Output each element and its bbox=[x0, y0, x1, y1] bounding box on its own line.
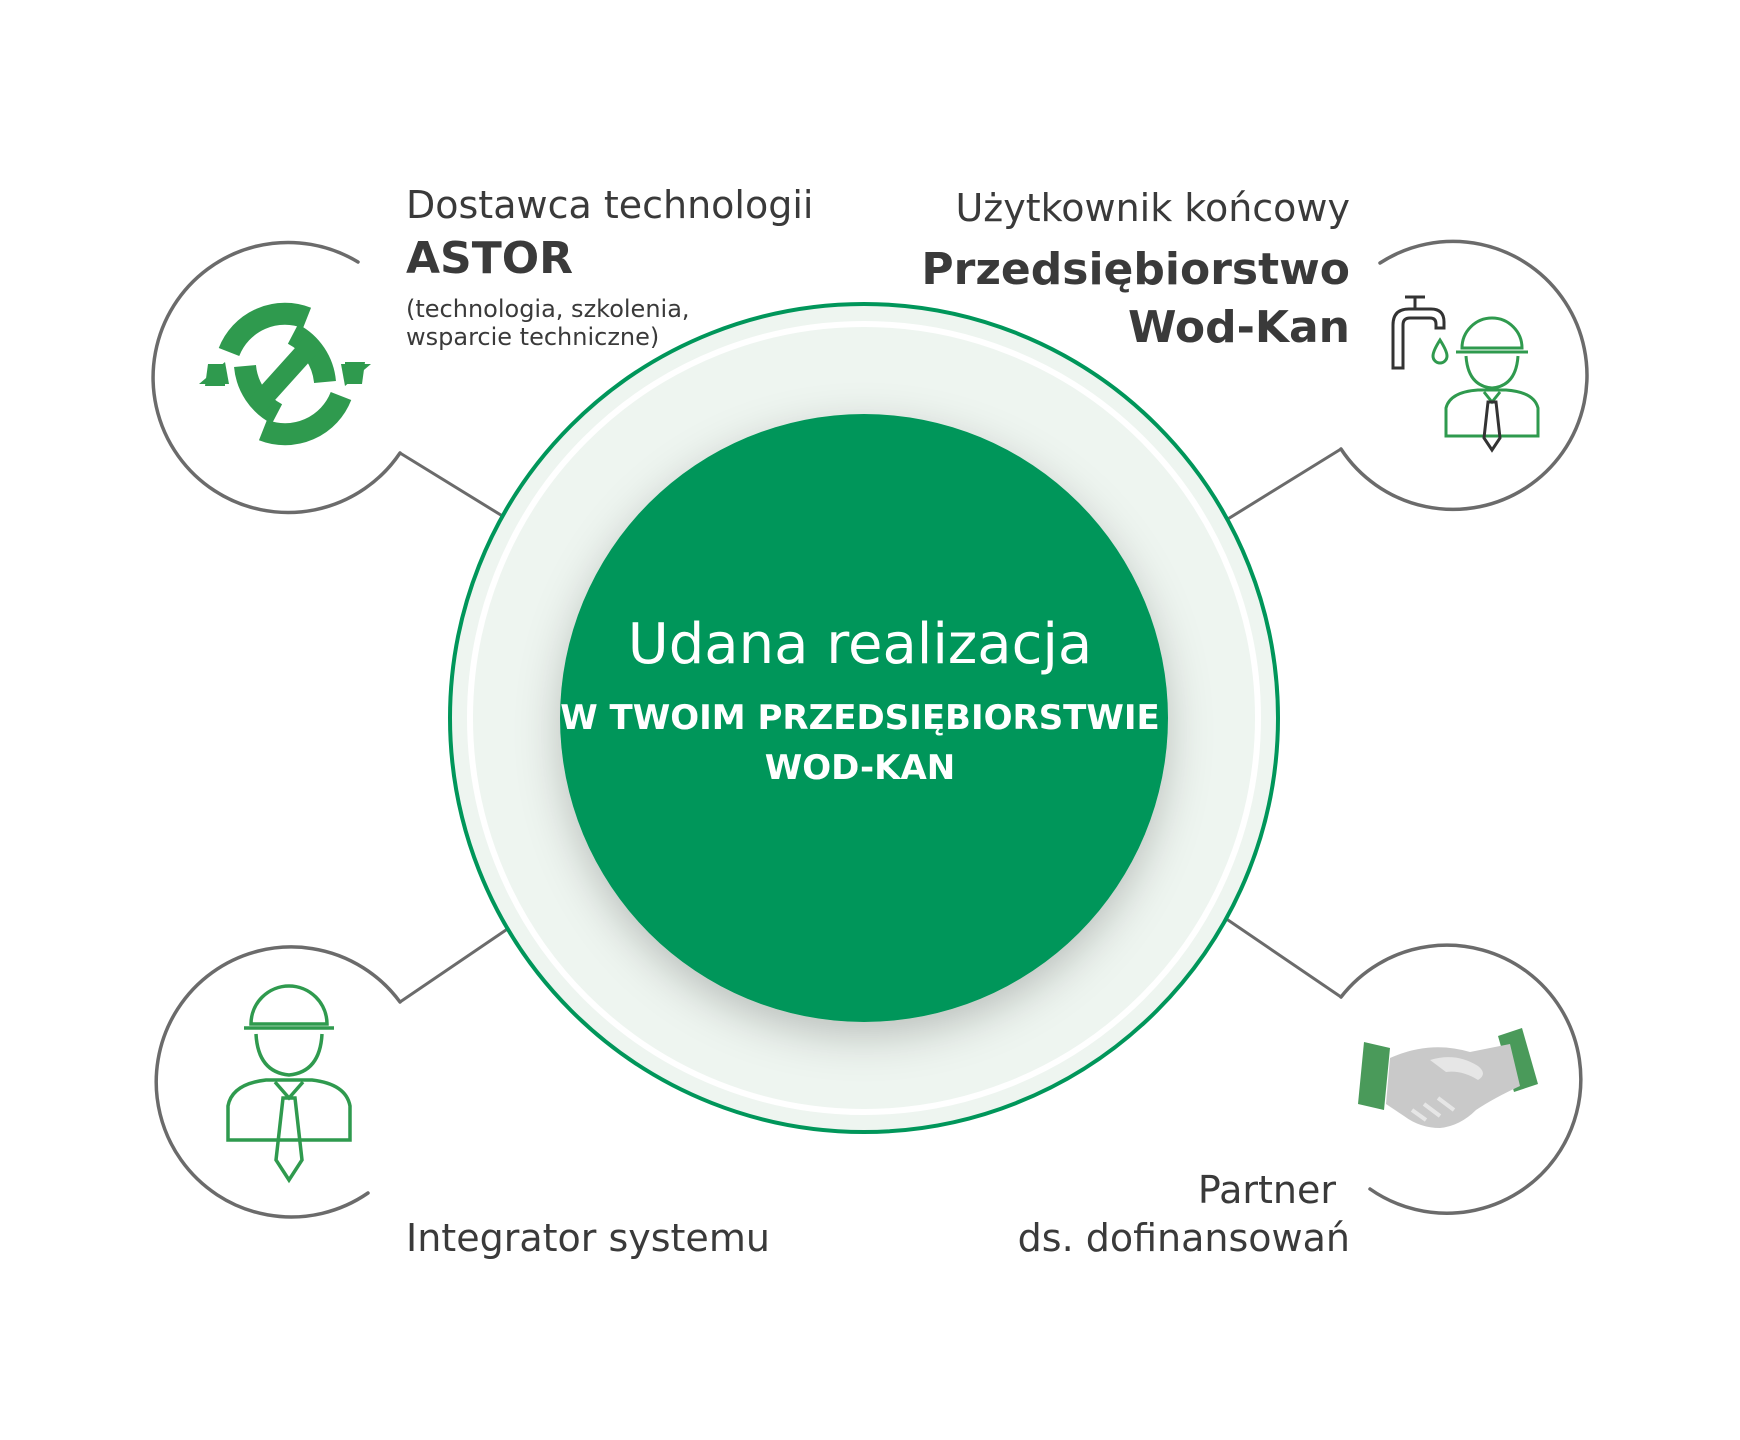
water-drop-icon bbox=[1431, 337, 1449, 365]
partner-role-line1: Partner bbox=[1197, 1168, 1336, 1212]
end-user-name-line2: Wod-Kan bbox=[1127, 302, 1350, 353]
worker-top-right bbox=[1444, 316, 1540, 453]
center-title: Udana realizacja bbox=[627, 612, 1093, 677]
supplier-name: ASTOR bbox=[406, 233, 574, 284]
arc-top-right bbox=[1339, 239, 1589, 512]
end-user-role: Użytkownik końcowy bbox=[955, 186, 1350, 230]
arc-top-left bbox=[151, 240, 402, 515]
integrator-role: Integrator systemu bbox=[406, 1216, 770, 1260]
end-user-name-line1: Przedsiębiorstwo bbox=[921, 244, 1350, 295]
supplier-note-line1: (technologia, szkolenia, bbox=[406, 295, 690, 323]
handshake-icon bbox=[1358, 1028, 1538, 1128]
outer-ring bbox=[448, 302, 1280, 1134]
partner-role-line2: ds. dofinansowań bbox=[1017, 1216, 1350, 1260]
arc-bottom-right bbox=[1339, 943, 1583, 1215]
supplier-role: Dostawca technologii bbox=[406, 183, 814, 227]
water-worker-icon bbox=[1391, 295, 1540, 453]
supplier-note-line2: wsparcie techniczne) bbox=[406, 323, 660, 351]
arc-bottom-left bbox=[154, 945, 402, 1219]
satellite-arcs bbox=[151, 239, 1589, 1219]
worker-icon bbox=[226, 984, 352, 1184]
inner-white-ring bbox=[467, 321, 1261, 1115]
astor-logo-icon bbox=[199, 302, 371, 446]
tap-icon bbox=[1391, 295, 1446, 370]
center-subtitle-line1: W TWOIM PRZEDSIĘBIORSTWIE bbox=[560, 698, 1160, 738]
center-subtitle-line2: WOD-KAN bbox=[764, 748, 956, 788]
center-circle bbox=[560, 414, 1168, 1022]
